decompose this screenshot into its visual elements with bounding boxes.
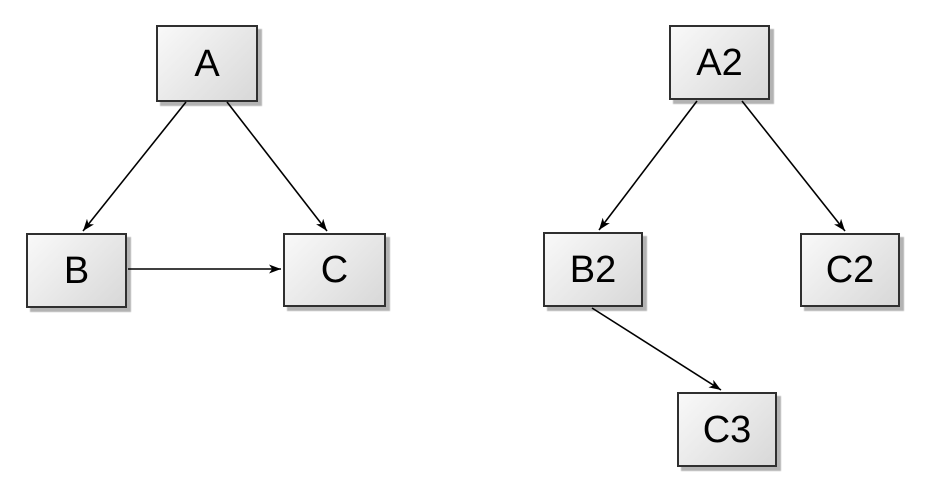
node-B[interactable]: B: [26, 233, 127, 308]
node-B2[interactable]: B2: [543, 232, 643, 307]
node-C[interactable]: C: [283, 233, 386, 307]
node-label-C: C: [320, 249, 349, 291]
node-label-A: A: [194, 42, 220, 85]
node-A[interactable]: A: [156, 25, 258, 102]
node-C3[interactable]: C3: [677, 392, 777, 467]
node-label-A2: A2: [696, 41, 743, 84]
node-C2[interactable]: C2: [800, 233, 900, 307]
node-label-B2: B2: [569, 248, 617, 291]
node-A2[interactable]: A2: [669, 25, 770, 100]
node-label-B: B: [63, 249, 90, 292]
node-label-C3: C3: [702, 408, 752, 451]
node-label-C2: C2: [825, 249, 875, 291]
